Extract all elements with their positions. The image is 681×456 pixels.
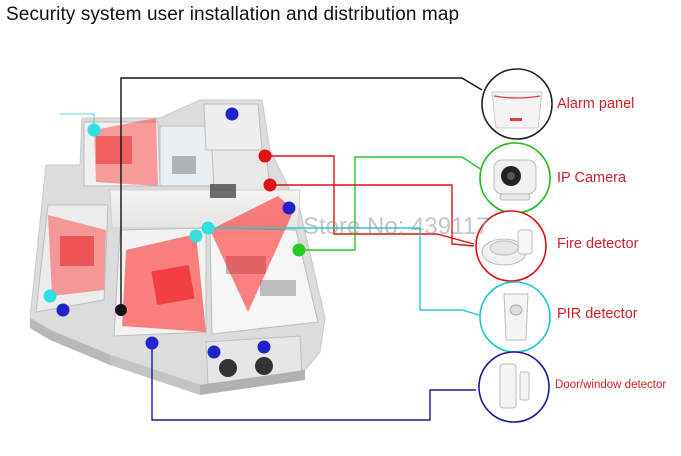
fire-detector-icon — [475, 210, 547, 282]
pir-sensor-marker — [201, 221, 215, 235]
pir-sensor-marker — [87, 123, 101, 137]
door-sensor-marker — [225, 107, 239, 121]
ip-camera-label: IP Camera — [557, 170, 627, 186]
door-window-detector-icon — [478, 351, 550, 423]
camera-marker — [292, 243, 306, 257]
pir-detector-label: PIR detector — [557, 306, 638, 322]
watermark: Store No: 439117 — [303, 213, 490, 240]
alarm-panel-marker — [115, 304, 127, 316]
door-sensor-marker — [282, 201, 296, 215]
smoke-sensor-marker — [263, 178, 277, 192]
pir-detector-icon — [479, 281, 551, 353]
door-sensor-marker — [145, 336, 159, 350]
fire-detector-line-1 — [265, 155, 475, 245]
sensor-markers — [43, 107, 306, 359]
alarm-panel-label: Alarm panel — [557, 96, 635, 112]
alarm-panel-icon — [481, 68, 553, 140]
ip-camera-icon — [479, 142, 551, 214]
door-window-detector-label: Door/window detector — [555, 379, 667, 391]
door-sensor-marker — [207, 345, 221, 359]
fire-detector-line-2 — [270, 184, 475, 247]
device-circles — [475, 68, 553, 423]
pir-detector-line — [208, 227, 483, 317]
pir-sensor-marker — [43, 289, 57, 303]
pir-sensor-marker — [189, 229, 203, 243]
smoke-sensor-marker — [258, 149, 272, 163]
fire-detector-label: Fire detector — [557, 236, 639, 252]
alarm-panel-line — [120, 77, 483, 308]
ip-camera-line — [300, 156, 483, 251]
door-window-line — [151, 344, 476, 421]
page-title: Security system user installation and di… — [6, 4, 460, 25]
pir-coverage-zones — [48, 118, 294, 332]
connection-lines — [60, 77, 483, 421]
door-sensor-marker — [257, 340, 271, 354]
door-sensor-marker — [56, 303, 70, 317]
